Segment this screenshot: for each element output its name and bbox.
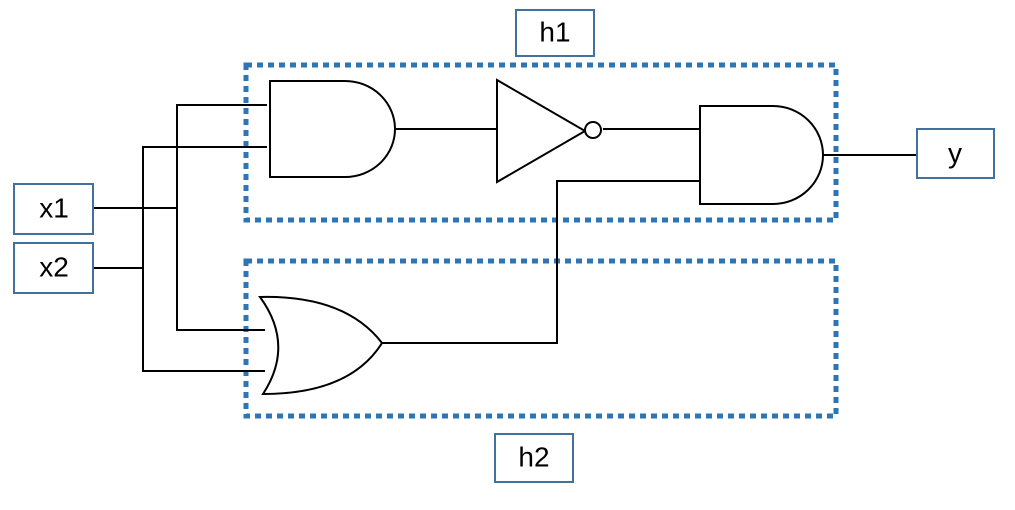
and-gate-1 (269, 80, 396, 178)
not-gate-bubble (584, 121, 602, 139)
h2-label: h2 (518, 441, 549, 472)
not-gate-triangle (496, 78, 587, 184)
h2-label-box: h2 (494, 433, 574, 483)
or-gate (258, 295, 384, 396)
input-x1-label: x1 (39, 192, 69, 223)
input-x2-box: x2 (13, 242, 94, 294)
wire-or-to-and2 (382, 180, 700, 344)
input-x1-box: x1 (13, 183, 94, 235)
and-gate-2 (699, 105, 824, 205)
input-x2-label: x2 (39, 251, 69, 282)
wire-x2-to-and1 (142, 146, 267, 268)
h1-group-frame (243, 62, 839, 223)
output-y-box: y (916, 128, 995, 179)
wire-x1-to-and1 (176, 104, 267, 208)
h2-group-frame (243, 258, 839, 419)
h1-label-box: h1 (515, 9, 595, 57)
wires (93, 104, 917, 372)
h1-label: h1 (539, 16, 570, 47)
wire-x2-to-or (142, 268, 265, 372)
wire-x1-to-or (176, 208, 265, 331)
output-y-label: y (948, 137, 962, 168)
